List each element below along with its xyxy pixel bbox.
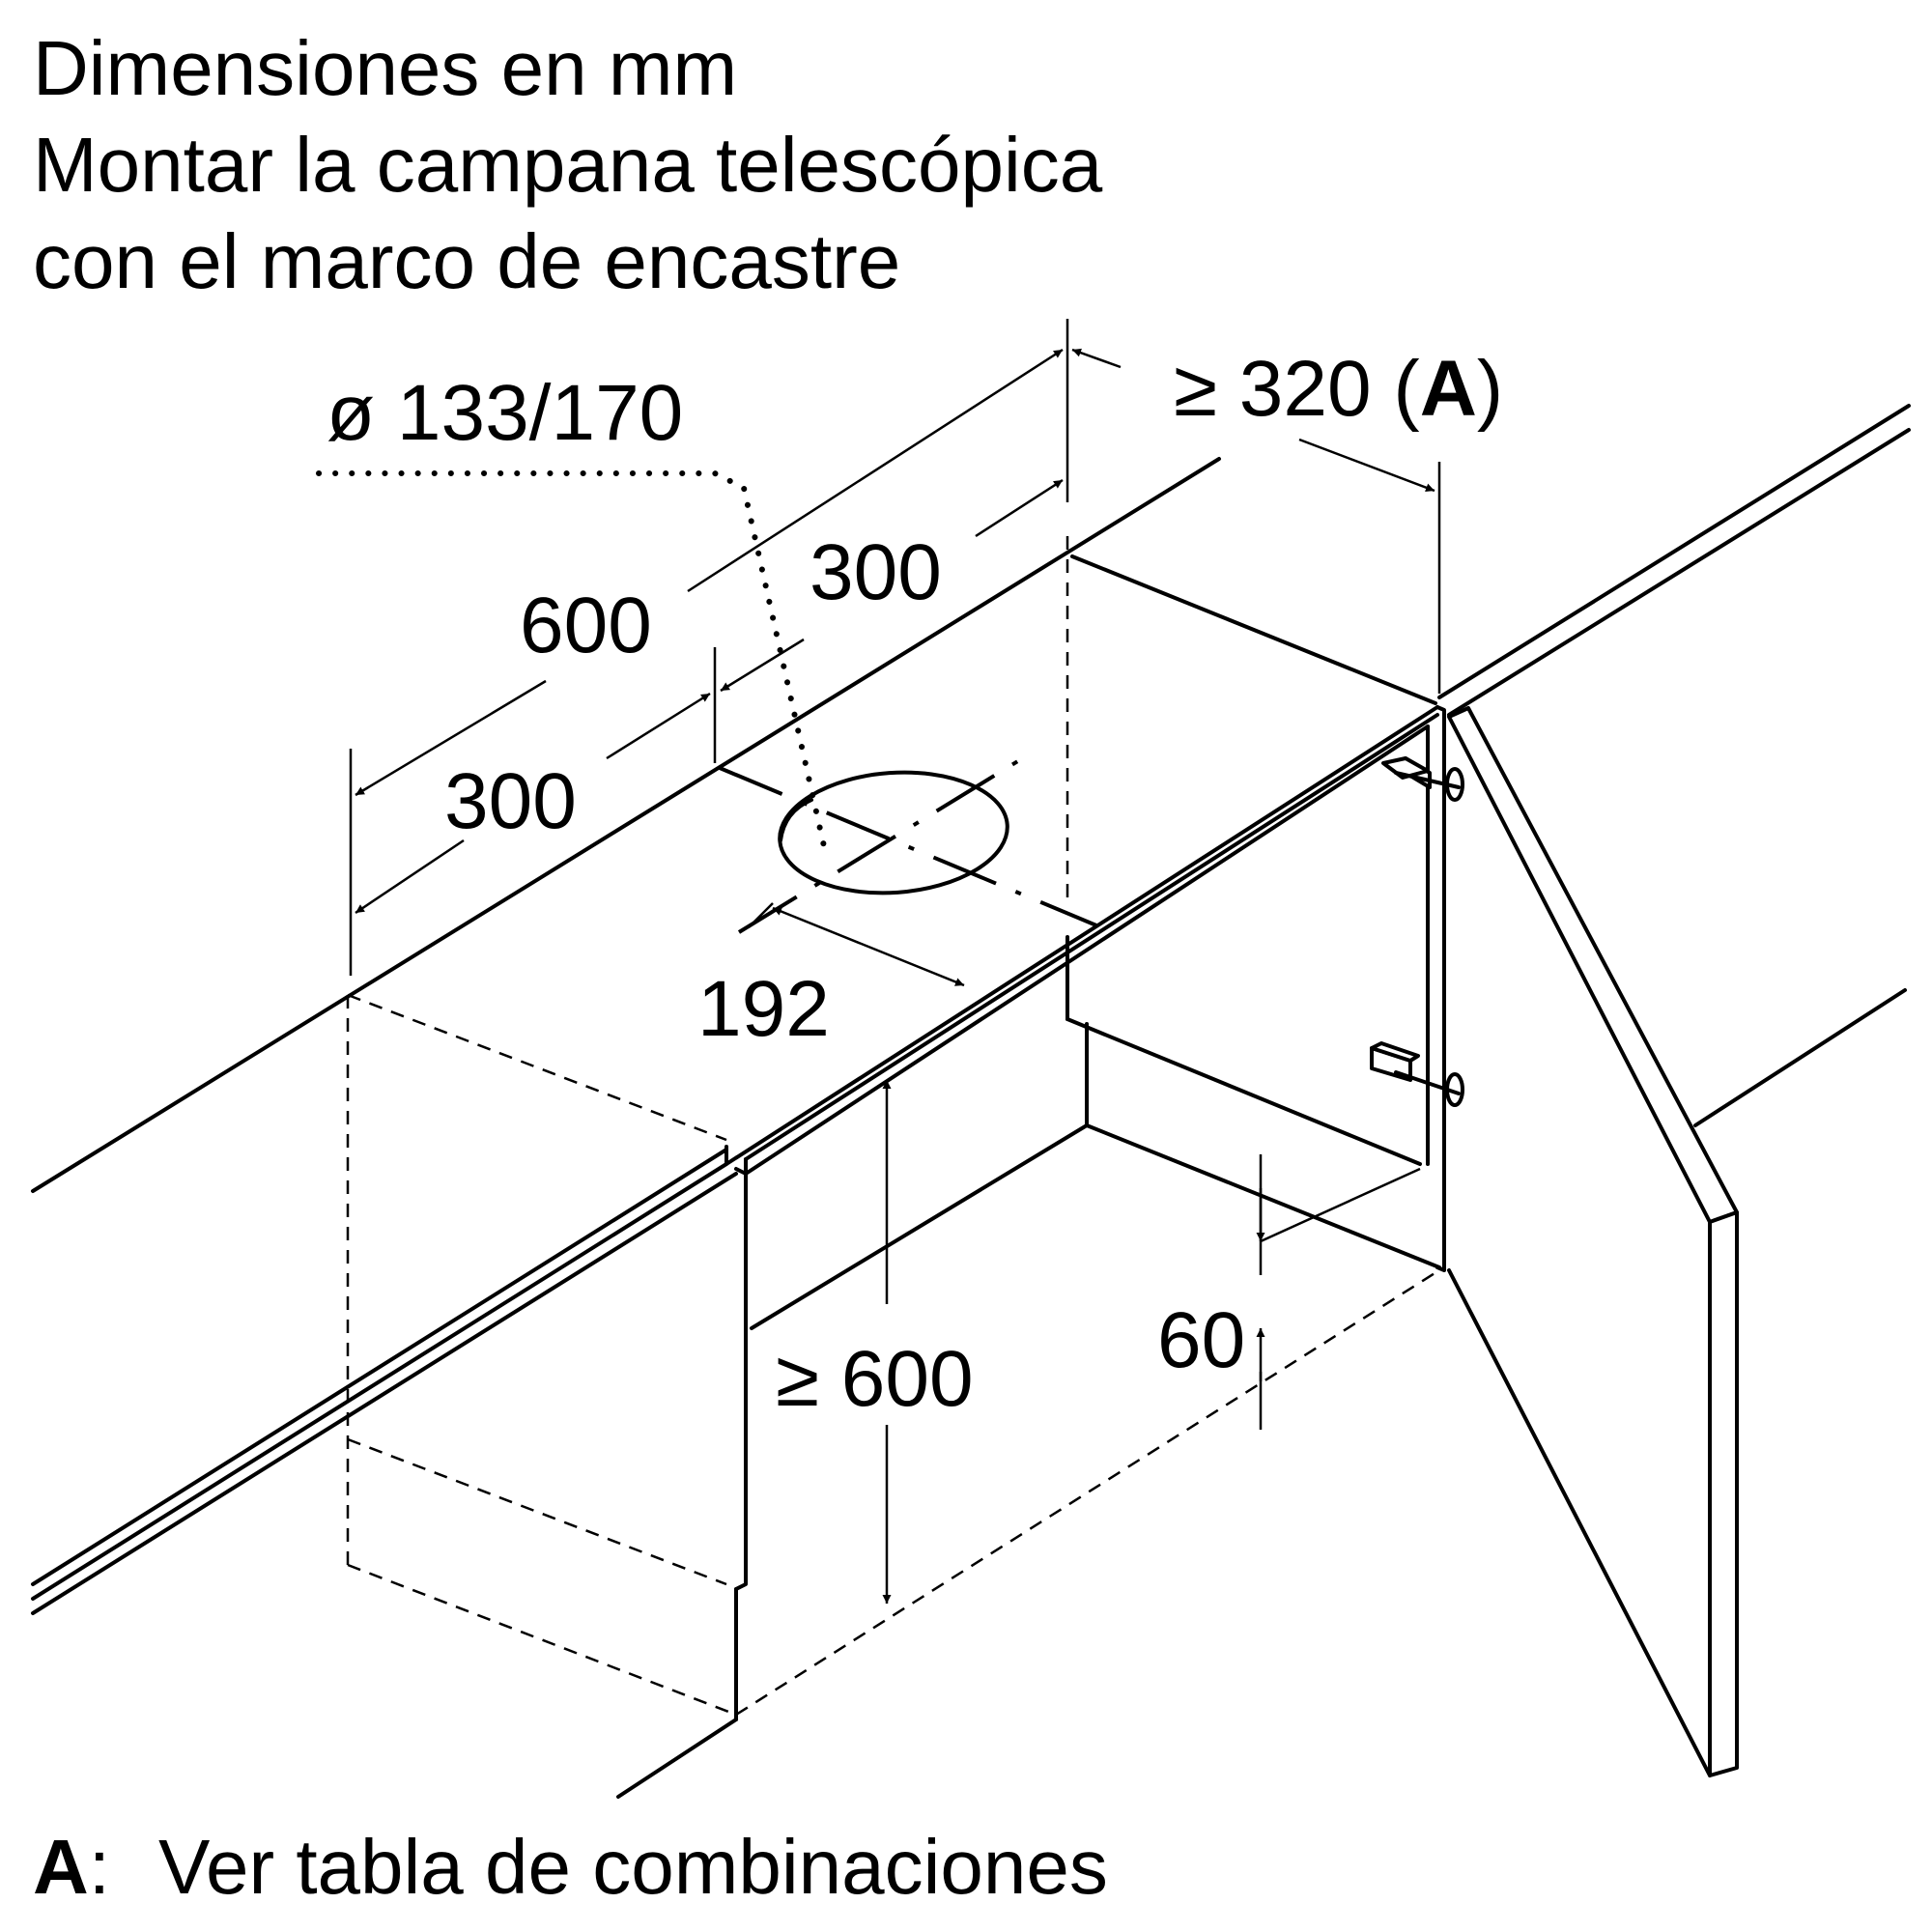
legend: A: Ver tabla de combinaciones [33,1824,1108,1910]
title-block: Dimensiones en mm Montar la campana tele… [33,25,1103,304]
legend-separator: : [89,1824,110,1910]
label-frame-60: 60 [1157,1296,1245,1384]
label-depth-600: 600 [520,582,652,669]
hidden-edges [346,536,1440,1717]
legend-key: A [33,1824,89,1910]
fixing-bracket-top [1381,756,1464,802]
legend-line: A: Ver tabla de combinaciones [33,1824,1108,1910]
duct-opening [778,770,1009,895]
label-depth-300-right: 300 [810,528,942,616]
dimension-labels: ø 133/170 600 300 300 192 ≥ 320 (A) ≥ 60… [327,345,1503,1423]
title-line-2: Montar la campana telescópica [33,122,1103,208]
label-height-600: ≥ 600 [776,1335,974,1423]
legend-text: Ver tabla de combinaciones [158,1824,1108,1910]
wall-cabinet [724,554,1464,1721]
label-offset-192: 192 [697,965,830,1053]
wall-top-edge [31,404,1911,1193]
lower-cabinet-edge [31,988,1907,1799]
label-clearance-320: ≥ 320 (A) [1174,345,1503,433]
cabinet-door [1447,706,1739,1777]
centre-lines [719,750,1097,934]
label-diameter: ø 133/170 [327,369,683,457]
fixing-bracket-bottom [1370,1041,1464,1107]
label-depth-300-left: 300 [444,757,577,845]
title-line-1: Dimensiones en mm [33,25,737,111]
title-line-3: con el marco de encastre [33,218,900,304]
diameter-leader [316,470,829,858]
dimension-lines [349,319,1441,1604]
